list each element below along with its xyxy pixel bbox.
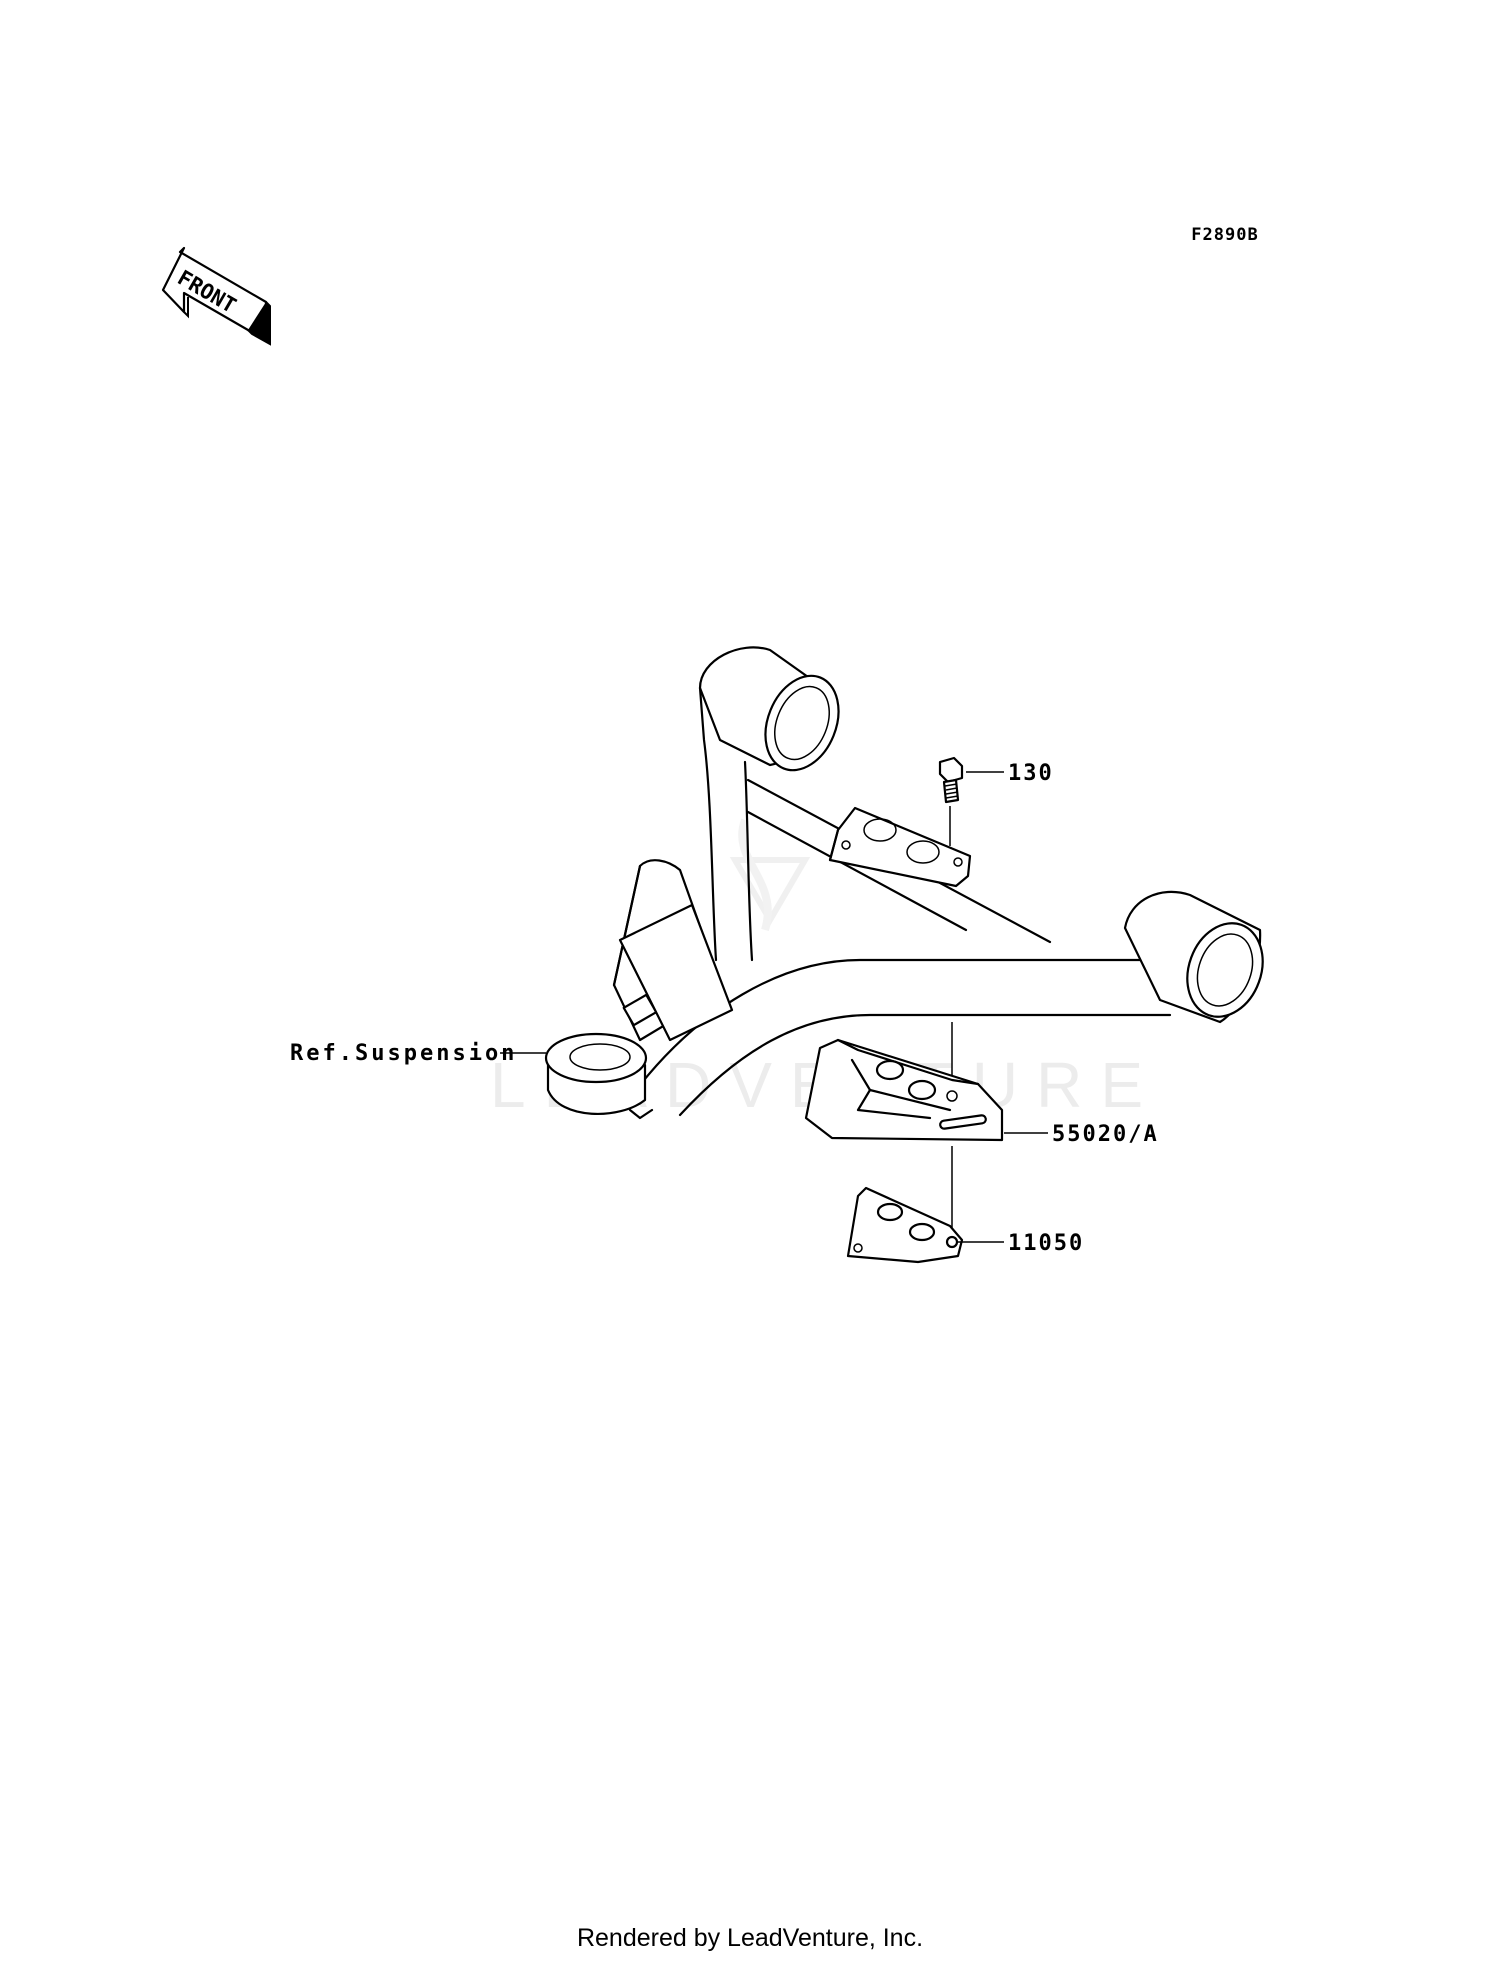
callout-55020a: 55020/A [1052,1122,1159,1147]
guard-plate-55020a: 55020/A [804,1022,1159,1147]
suspension-arm [544,646,1264,1120]
bracket-plate-11050: 11050 [846,1146,1084,1264]
watermark-logo [729,818,811,932]
front-arrow-icon: FRONT [161,246,271,346]
ref-suspension-callout: Ref.Suspension [290,1041,546,1066]
diagram-code: F2890B [1191,225,1258,245]
upper-mount-plate [828,806,972,888]
bolt-130: 130 [938,756,1054,846]
callout-ref-suspension: Ref.Suspension [290,1041,517,1066]
callout-11050: 11050 [1008,1231,1084,1256]
footer-credit: Rendered by LeadVenture, Inc. [577,1924,923,1952]
callout-130: 130 [1008,761,1054,786]
